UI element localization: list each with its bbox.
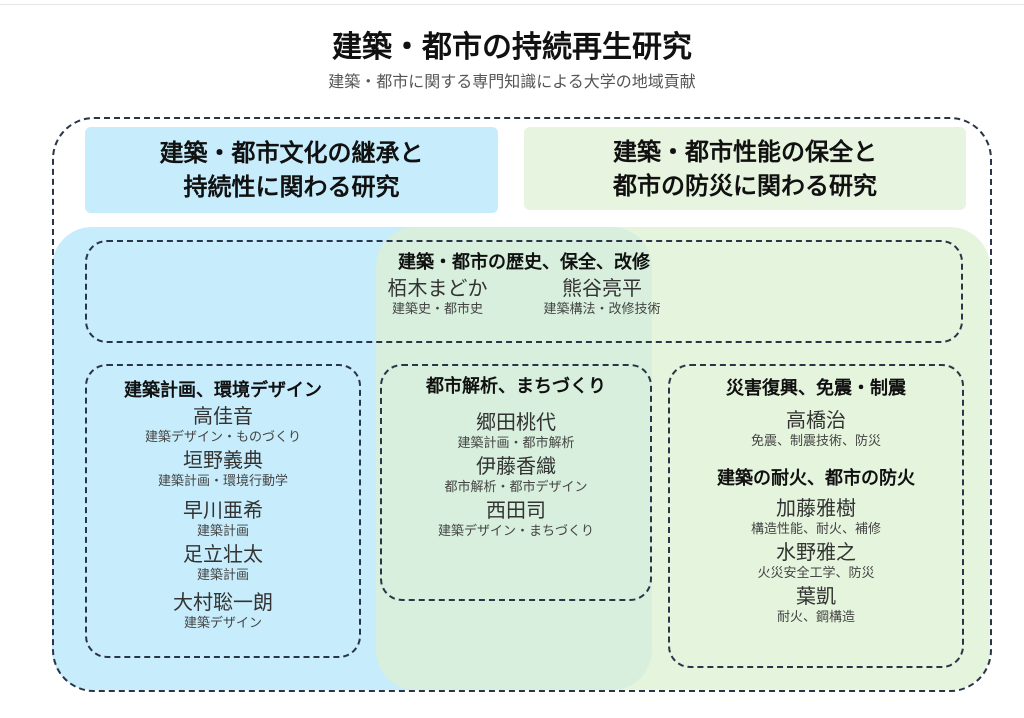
person-field: 建築計画・環境行動学: [157, 474, 288, 489]
culture-header-line: 建築・都市文化の継承と: [159, 139, 424, 167]
person-name: 伊藤香織: [476, 454, 556, 478]
person-field: 建築デザイン: [183, 616, 262, 631]
person-name: 高佳音: [193, 404, 253, 428]
top-divider: [0, 0, 1024, 5]
group-title: 建築計画、環境デザイン: [124, 380, 322, 401]
person-name: 大村聡一朗: [173, 590, 273, 614]
history-group: 建築・都市の歴史、保全、改修 栢木まどか建築史・都市史 熊谷亮平建築構法・改修技…: [85, 240, 963, 343]
group-title: 災害復興、免震・制震: [726, 378, 906, 399]
group-title: 建築・都市の歴史、保全、改修: [398, 252, 650, 273]
performance-region: [376, 227, 990, 690]
person-field: 建築史・都市史: [391, 302, 483, 317]
person-field: 建築デザイン・ものづくり: [144, 430, 301, 445]
performance-header-line: 建築・都市性能の保全と: [613, 137, 877, 166]
person-field: 構造性能、耐火、補修: [750, 522, 881, 537]
person-name: 郷田桃代: [476, 410, 556, 434]
person-name: 栢木まどか: [387, 276, 488, 300]
person-name: 西田司: [486, 498, 546, 522]
person-field: 建築構法・改修技術: [543, 302, 661, 317]
person-name: 葉凱: [796, 584, 836, 608]
person-name: 足立壮太: [183, 542, 263, 566]
performance-header-line: 都市の防災に関わる研究: [613, 171, 877, 200]
culture-header-line: 持続性に関わる研究: [183, 173, 400, 201]
person-name: 加藤雅樹: [776, 496, 856, 520]
person-name: 垣野義典: [183, 448, 263, 472]
page-title: 建築・都市の持続再生研究: [332, 30, 692, 65]
group-title: 都市解析、まちづくり: [426, 376, 606, 397]
person: 熊谷亮平建築構法・改修技術: [543, 276, 660, 320]
person: 栢木まどか建築史・都市史: [387, 276, 487, 320]
outer-frame: [52, 117, 992, 692]
person-field: 建築計画: [196, 524, 249, 539]
culture-header: 建築・都市文化の継承と持続性に関わる研究: [85, 127, 498, 213]
disaster-fire-group: 災害復興、免震・制震 高橋治 免震、制震技術、防災 建築の耐火、都市の防火 加藤…: [668, 364, 964, 668]
person-name: 早川亜希: [183, 498, 263, 522]
urban-group: 都市解析、まちづくり 郷田桃代 建築計画・都市解析 伊藤香織 都市解析・都市デザ…: [380, 364, 652, 601]
person-name: 高橋治: [786, 408, 846, 432]
person-field: 建築計画・都市解析: [457, 436, 575, 451]
performance-header: 建築・都市性能の保全と都市の防災に関わる研究: [524, 127, 966, 210]
person-name: 水野雅之: [776, 540, 856, 564]
person-field: 建築デザイン・まちづくり: [437, 524, 594, 539]
person-field: 火災安全工学、防災: [757, 566, 875, 581]
person-name: 熊谷亮平: [561, 276, 642, 300]
person-field: 免震、制震技術、防災: [750, 434, 881, 449]
group-title: 建築の耐火、都市の防火: [717, 468, 915, 489]
page-subtitle: 建築・都市に関する専門知識による大学の地域貢献: [328, 72, 696, 91]
person-field: 耐火、鋼構造: [776, 610, 855, 625]
person-field: 都市解析・都市デザイン: [444, 480, 588, 495]
planning-group: 建築計画、環境デザイン 高佳音 建築デザイン・ものづくり 垣野義典 建築計画・環…: [85, 364, 361, 658]
person-field: 建築計画: [196, 568, 249, 583]
